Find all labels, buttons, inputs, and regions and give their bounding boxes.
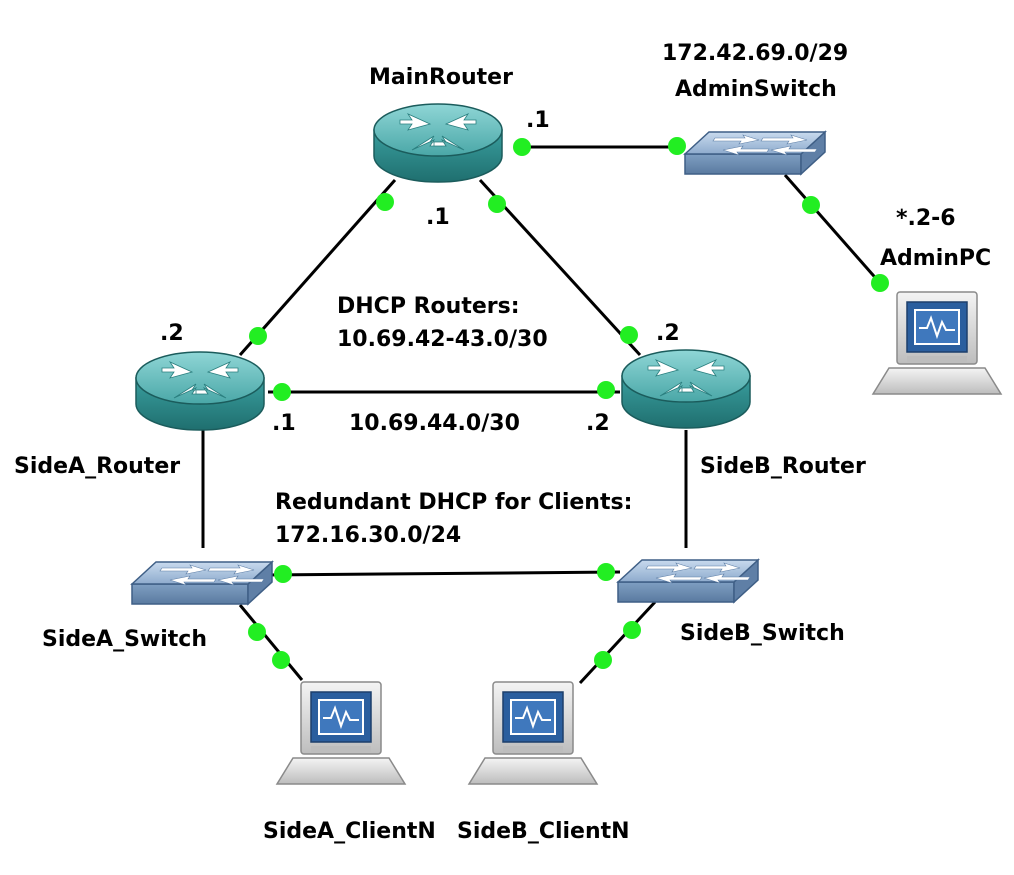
dhcp-routers-title: DHCP Routers: [337, 294, 520, 319]
port-indicators [248, 137, 889, 669]
link-sidebswitch-client [578, 600, 657, 685]
admin-switch-label: AdminSwitch [675, 77, 837, 102]
sideb-up-address: .2 [656, 321, 680, 346]
link-sideaswitch-client [238, 604, 304, 681]
main-router-label: MainRouter [369, 65, 513, 90]
labels: MainRouter 172.42.69.0/29 AdminSwitch .1… [14, 41, 991, 844]
sidea-switch-icon[interactable] [131, 561, 273, 605]
main-down-address: .1 [426, 205, 450, 230]
port-dot [871, 274, 889, 292]
link-adminswitch-adminpc [783, 174, 882, 284]
port-dot [513, 138, 531, 156]
sidea-up-address: .2 [160, 321, 184, 346]
admin-net-label: 172.42.69.0/29 [662, 41, 848, 66]
admin-pc-icon[interactable] [872, 291, 1002, 395]
link-main-sideb [478, 178, 642, 357]
port-dot [594, 651, 612, 669]
port-dot [668, 137, 686, 155]
admin-pc-label: AdminPC [880, 246, 991, 271]
main-router-icon[interactable] [373, 103, 503, 183]
port-dot [623, 621, 641, 639]
dhcp-routers-net: 10.69.42-43.0/30 [337, 327, 548, 352]
port-dot [620, 326, 638, 344]
sidea-switch-label: SideA_Switch [42, 627, 207, 652]
admin-switch-icon[interactable] [684, 131, 826, 175]
link-main-sidea [238, 179, 397, 356]
port-dot [273, 383, 291, 401]
port-dot [249, 327, 267, 345]
port-dot [274, 565, 292, 583]
sideb-router-icon[interactable] [621, 349, 751, 429]
sidea-router-label: SideA_Router [14, 454, 180, 479]
sidea-cross-address: .1 [272, 411, 296, 436]
links [201, 145, 882, 685]
sidea-router-icon[interactable] [135, 351, 265, 431]
cross-net-label: 10.69.44.0/30 [349, 411, 520, 436]
sideb-switch-label: SideB_Switch [680, 621, 845, 646]
port-dot [802, 196, 820, 214]
main-admin-address: .1 [526, 108, 550, 133]
sidea-client-icon[interactable] [276, 681, 406, 785]
link-sidea-sideb-switches [264, 570, 621, 577]
sideb-client-icon[interactable] [468, 681, 598, 785]
admin-pc-range: *.2-6 [896, 206, 956, 231]
port-dot [597, 381, 615, 399]
sidea-client-label: SideA_ClientN [263, 819, 436, 844]
port-dot [248, 623, 266, 641]
port-dot [488, 195, 506, 213]
port-dot [376, 193, 394, 211]
sideb-cross-address: .2 [586, 411, 610, 436]
sideb-switch-icon[interactable] [617, 559, 759, 603]
port-dot [272, 651, 290, 669]
port-dot [597, 563, 615, 581]
sideb-client-label: SideB_ClientN [457, 819, 630, 844]
clients-net: 172.16.30.0/24 [275, 523, 461, 548]
sideb-router-label: SideB_Router [700, 454, 866, 479]
clients-title: Redundant DHCP for Clients: [275, 490, 632, 515]
